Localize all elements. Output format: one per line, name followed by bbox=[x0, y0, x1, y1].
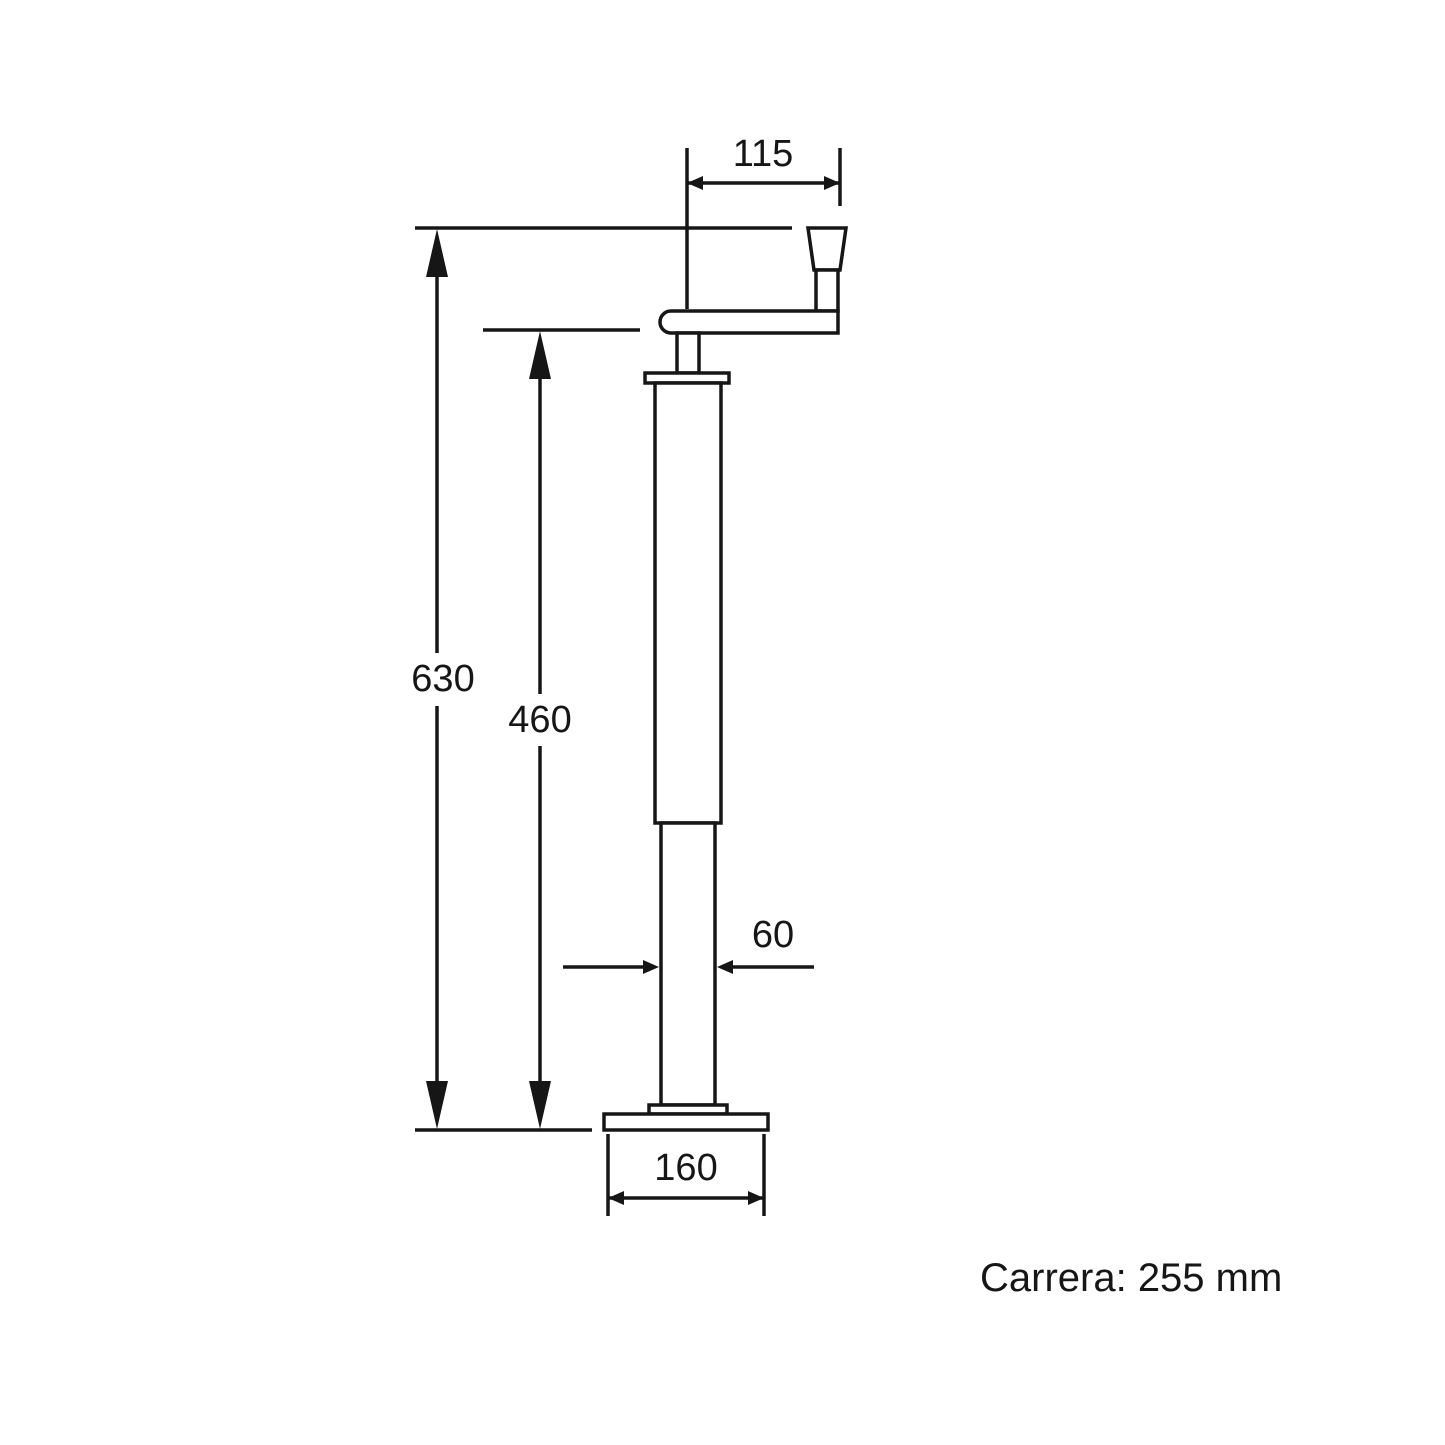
dim-160-arrow-left bbox=[608, 1191, 624, 1205]
dim-460-label: 460 bbox=[508, 699, 571, 741]
jack-drawing bbox=[602, 226, 849, 1132]
dim-160: 160 bbox=[606, 1134, 766, 1216]
dim-630: 630 bbox=[411, 229, 475, 1129]
crank-knob bbox=[805, 226, 849, 272]
dim-115-arrow-right bbox=[824, 176, 840, 190]
dim-160-arrow-right bbox=[748, 1191, 764, 1205]
dim-460: 460 bbox=[508, 331, 572, 1129]
dim-60-label: 60 bbox=[752, 914, 794, 956]
dim-60-arrow-left bbox=[643, 960, 659, 974]
crank-handle-arm bbox=[658, 309, 840, 335]
dim-630-arrow-down bbox=[426, 1081, 448, 1129]
stroke-caption: Carrera: 255 mm bbox=[980, 1256, 1282, 1300]
dim-60-arrow-right bbox=[717, 960, 733, 974]
base-plate bbox=[602, 1112, 770, 1132]
dim-160-label: 160 bbox=[654, 1147, 717, 1189]
crank-grip bbox=[814, 268, 840, 313]
dim-115-arrow-left bbox=[687, 176, 703, 190]
dim-115: 115 bbox=[685, 133, 842, 309]
dim-630-arrow-up bbox=[426, 229, 448, 277]
inner-tube bbox=[659, 821, 717, 1107]
outer-tube bbox=[653, 381, 723, 825]
gear-shaft bbox=[675, 331, 701, 375]
dim-115-label: 115 bbox=[733, 133, 794, 175]
dim-630-label: 630 bbox=[411, 658, 474, 700]
dim-460-arrow-down bbox=[529, 1081, 551, 1129]
dim-460-arrow-up bbox=[529, 331, 551, 379]
dim-60: 60 bbox=[563, 914, 814, 974]
reference-lines bbox=[415, 226, 792, 1132]
